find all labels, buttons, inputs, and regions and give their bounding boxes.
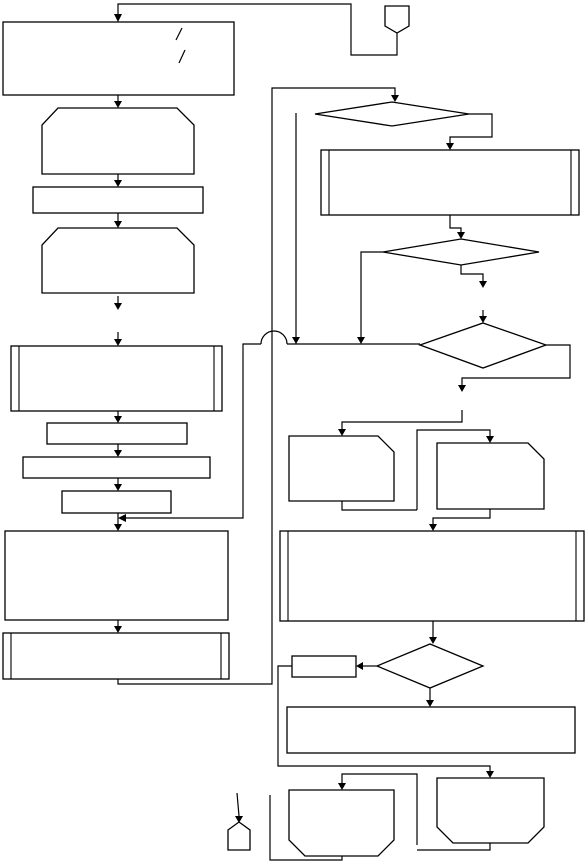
return-line-bottom <box>269 795 343 861</box>
center-connector-line <box>117 87 396 685</box>
arrowhead <box>114 303 122 310</box>
decision-diamond-1 <box>314 101 470 127</box>
arrowhead <box>114 524 122 531</box>
decision-3-exit <box>461 344 571 385</box>
process-box-5 <box>4 530 229 621</box>
arrowhead <box>114 221 122 228</box>
arrowhead <box>292 337 300 344</box>
decision-diamond-4 <box>375 643 485 689</box>
arrowhead <box>479 316 487 323</box>
merge-right <box>432 509 491 524</box>
loop-start-node-1 <box>41 107 195 175</box>
arrowhead <box>114 450 122 457</box>
arrowhead <box>114 101 122 108</box>
decision-2-bottom-exit <box>460 265 484 281</box>
predefined-process-2 <box>2 632 230 680</box>
loop-end-node-2 <box>436 442 545 510</box>
arrowhead <box>486 771 494 778</box>
arrowhead <box>391 95 399 102</box>
process-box-1 <box>32 186 204 214</box>
process-box-3 <box>22 456 211 479</box>
predefined-process-4 <box>279 530 585 622</box>
arrowhead <box>457 232 465 239</box>
split-left <box>341 410 463 429</box>
loop-end-node-4 <box>436 777 545 844</box>
arrowhead <box>429 524 437 531</box>
arrowhead <box>338 783 346 790</box>
arrowhead <box>114 180 122 187</box>
decision-2-left-exit <box>360 251 383 337</box>
process-box-4 <box>61 490 172 514</box>
process-box-side <box>291 655 357 678</box>
merge-bottom-right <box>417 843 491 851</box>
arrowhead <box>114 416 122 423</box>
predefined-process-3 <box>320 149 580 216</box>
loop-end-node-1 <box>288 435 395 502</box>
arrowhead <box>486 436 494 443</box>
arrowhead <box>446 143 454 150</box>
arrowhead <box>114 626 122 633</box>
slash-mark-1 <box>175 27 183 41</box>
slash-mark-2 <box>178 49 186 64</box>
arrowhead <box>235 816 243 823</box>
merge-left <box>341 501 417 511</box>
predefined-process-1 <box>10 345 223 412</box>
loop-start-node-2 <box>41 227 195 294</box>
decision-diamond-3 <box>418 322 548 369</box>
arrowhead <box>357 337 365 344</box>
process-box-2 <box>46 422 188 445</box>
offpage-connector-bottom <box>227 821 251 851</box>
side-feed-line <box>277 665 491 771</box>
decision-diamond-2 <box>382 238 540 266</box>
arrowhead <box>458 385 466 392</box>
arrowhead <box>356 662 363 670</box>
arrowhead <box>118 514 126 522</box>
flow-to-offpage-bottom <box>236 792 240 817</box>
arrowhead <box>114 484 122 491</box>
split-right <box>416 429 491 510</box>
arrowhead <box>114 339 122 346</box>
split-bottom-left <box>341 773 418 845</box>
line-hop <box>260 330 288 345</box>
decision-1-exit <box>449 113 493 143</box>
loop-end-node-3 <box>288 789 395 857</box>
process-box-6 <box>286 706 576 754</box>
offpage-connector-top <box>384 5 410 34</box>
flow-to-decision-2 <box>449 215 462 232</box>
arrowhead <box>338 429 346 436</box>
arrowhead <box>429 637 437 644</box>
return-line-top <box>117 3 398 56</box>
arrowhead <box>114 14 122 22</box>
arrowhead <box>479 281 487 288</box>
side-loop-left <box>126 343 261 519</box>
arrowhead <box>426 700 434 707</box>
input-process-box <box>2 21 235 96</box>
